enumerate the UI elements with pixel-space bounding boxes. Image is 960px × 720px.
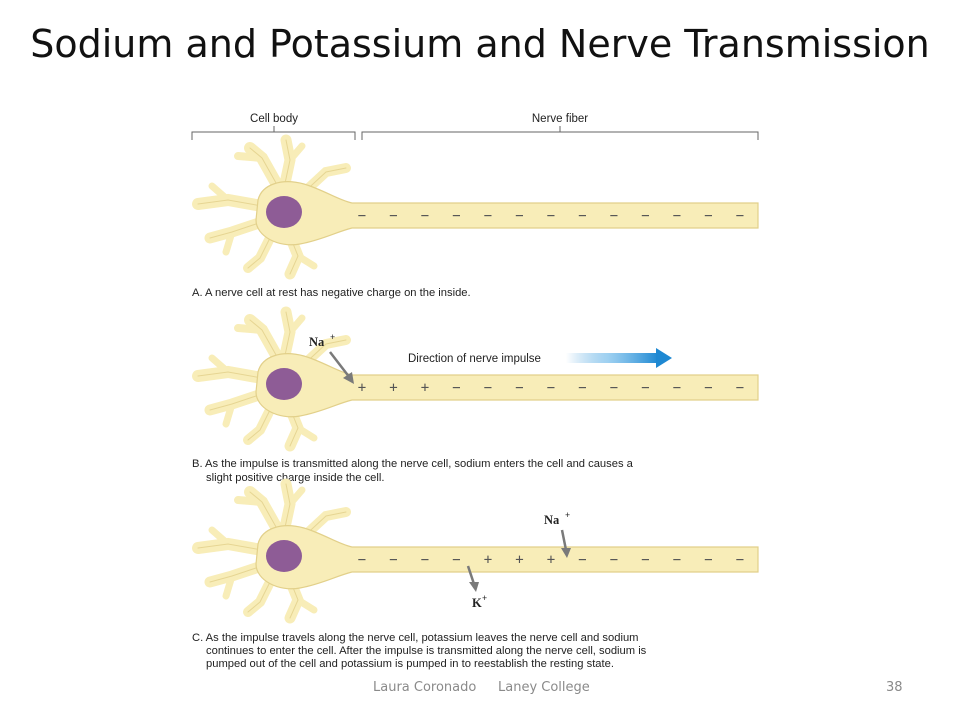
negative-charge: − — [389, 552, 397, 568]
na-ion-label-b: Na + — [309, 332, 335, 349]
caption-c-line1: C. As the impulse travels along the nerv… — [192, 632, 639, 644]
charge-row-b: + + + − − − − − − − − − − — [358, 380, 744, 396]
negative-charge: − — [547, 208, 555, 224]
negative-charge: − — [610, 552, 618, 568]
negative-charge: − — [358, 208, 366, 224]
negative-charge: − — [484, 208, 492, 224]
nerve-fiber-label: Nerve fiber — [532, 113, 588, 125]
charge-row-a: −−−−−−−−−−−−− — [358, 208, 744, 224]
positive-charge: + — [358, 380, 366, 396]
negative-charge: − — [673, 380, 681, 396]
slide-title: Sodium and Potassium and Nerve Transmiss… — [30, 22, 930, 66]
negative-charge: − — [673, 552, 681, 568]
negative-charge: − — [673, 208, 681, 224]
panel-a: − − − − − − − − − − − − − A. A nerve cell at rest ha… — [192, 140, 758, 299]
negative-charge: − — [358, 552, 366, 568]
charge-row-c: − − − − + + + − − − − − − — [358, 552, 744, 568]
negative-charge: − — [421, 208, 429, 224]
na-ion-label-c: Na + — [544, 510, 570, 527]
negative-charge: − — [704, 208, 712, 224]
negative-charge: − — [578, 552, 586, 568]
caption-b-line2: slight positive charge inside the cell. — [206, 472, 384, 484]
svg-text:+: + — [482, 593, 487, 603]
negative-charge: − — [736, 208, 744, 224]
k-ion-label: K + — [472, 593, 487, 610]
svg-text:Na: Na — [309, 335, 325, 349]
positive-charge: + — [484, 552, 492, 568]
negative-charge: − — [515, 208, 523, 224]
negative-charge: − — [547, 380, 555, 396]
panel-c: − − − − + + + − − − − − − Na + K + C. As the impulse… — [192, 484, 758, 670]
negative-charge: − — [389, 208, 397, 224]
negative-charge: − — [515, 380, 523, 396]
negative-charge: − — [641, 208, 649, 224]
impulse-direction-label: Direction of nerve impulse — [408, 353, 541, 365]
neuron-a — [198, 140, 758, 274]
svg-text:Na: Na — [544, 513, 560, 527]
impulse-direction-arrow — [566, 348, 672, 368]
positive-charge: + — [515, 552, 523, 568]
slide-number: 38 — [886, 680, 903, 695]
footer-author: Laura Coronado — [373, 680, 477, 695]
svg-text:K: K — [472, 596, 482, 610]
svg-text:+: + — [330, 332, 335, 342]
negative-charge: − — [421, 552, 429, 568]
negative-charge: − — [578, 380, 586, 396]
negative-charge: − — [610, 208, 618, 224]
panel-b: + + + − − − − − − − − − − Na + Direction of nerve im… — [192, 312, 758, 484]
negative-charge: − — [610, 380, 618, 396]
negative-charge: − — [452, 208, 460, 224]
negative-charge: − — [736, 380, 744, 396]
negative-charge: − — [641, 552, 649, 568]
na-influx-arrow-c — [560, 529, 571, 558]
negative-charge: − — [704, 552, 712, 568]
negative-charge: − — [704, 380, 712, 396]
negative-charge: − — [484, 380, 492, 396]
cell-body-label: Cell body — [250, 113, 298, 125]
na-influx-arrow-b — [329, 351, 354, 384]
caption-c-line3: pumped out of the cell and potassium is … — [206, 658, 614, 670]
negative-charge: − — [452, 552, 460, 568]
caption-b-line1: B. As the impulse is transmitted along t… — [192, 458, 634, 470]
negative-charge: − — [452, 380, 460, 396]
footer-college: Laney College — [498, 680, 590, 695]
negative-charge: − — [641, 380, 649, 396]
caption-c-line2: continues to enter the cell. After the i… — [206, 645, 647, 657]
svg-text:+: + — [565, 510, 570, 520]
neuron-b — [198, 312, 758, 446]
positive-charge: + — [389, 380, 397, 396]
positive-charge: + — [421, 380, 429, 396]
caption-a: A. A nerve cell at rest has negative cha… — [192, 287, 471, 299]
negative-charge: − — [578, 208, 586, 224]
k-efflux-arrow — [466, 565, 479, 592]
negative-charge: − — [736, 552, 744, 568]
cell-body-bracket — [191, 126, 356, 140]
nerve-fiber-bracket — [361, 126, 759, 140]
positive-charge: + — [547, 552, 555, 568]
